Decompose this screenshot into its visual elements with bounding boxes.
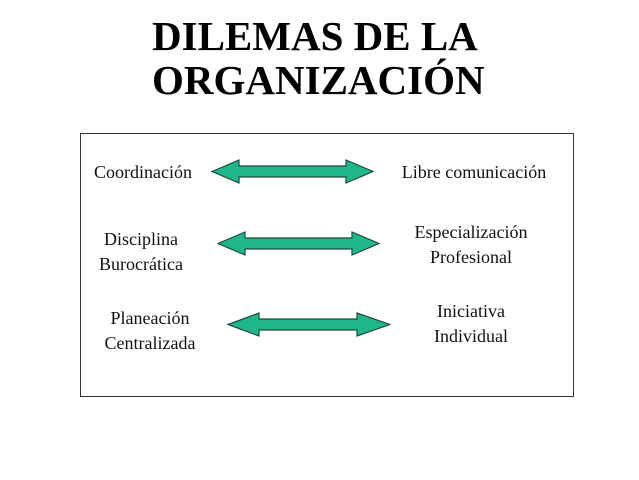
dilemma-1-right: Libre comunicación: [386, 160, 562, 185]
dilemma-3-right-line1: Iniciativa: [437, 301, 505, 321]
dilemma-1-left-text: Coordinación: [94, 162, 192, 182]
dilemma-2-right-line1: Especialización: [414, 222, 528, 242]
double-arrow-icon: [211, 159, 374, 184]
dilemma-1-left: Coordinación: [84, 160, 202, 185]
dilemma-3-left: Planeación Centralizada: [92, 306, 208, 356]
dilemma-3-left-line2: Centralizada: [104, 333, 196, 353]
double-arrow-icon: [217, 231, 380, 256]
dilemma-2-left-line1: Disciplina: [104, 229, 178, 249]
dilemma-3-left-line1: Planeación: [110, 308, 190, 328]
dilemmas-frame: [80, 133, 574, 397]
title-line-2: ORGANIZACIÓN: [152, 57, 485, 103]
dilemma-2-left-line2: Burocrática: [99, 254, 183, 274]
dilemma-2-right: Especialización Profesional: [396, 220, 546, 270]
dilemma-2-right-line2: Profesional: [430, 247, 512, 267]
title-line-1: DILEMAS DE LA: [152, 13, 478, 59]
dilemma-3-right-line2: Individual: [434, 326, 508, 346]
dilemma-1-right-text: Libre comunicación: [401, 162, 547, 182]
dilemma-2-left: Disciplina Burocrática: [86, 227, 196, 277]
dilemma-3-right: Iniciativa Individual: [416, 299, 526, 349]
double-arrow-icon: [227, 312, 391, 337]
page-title: DILEMAS DE LA ORGANIZACIÓN: [152, 14, 512, 102]
